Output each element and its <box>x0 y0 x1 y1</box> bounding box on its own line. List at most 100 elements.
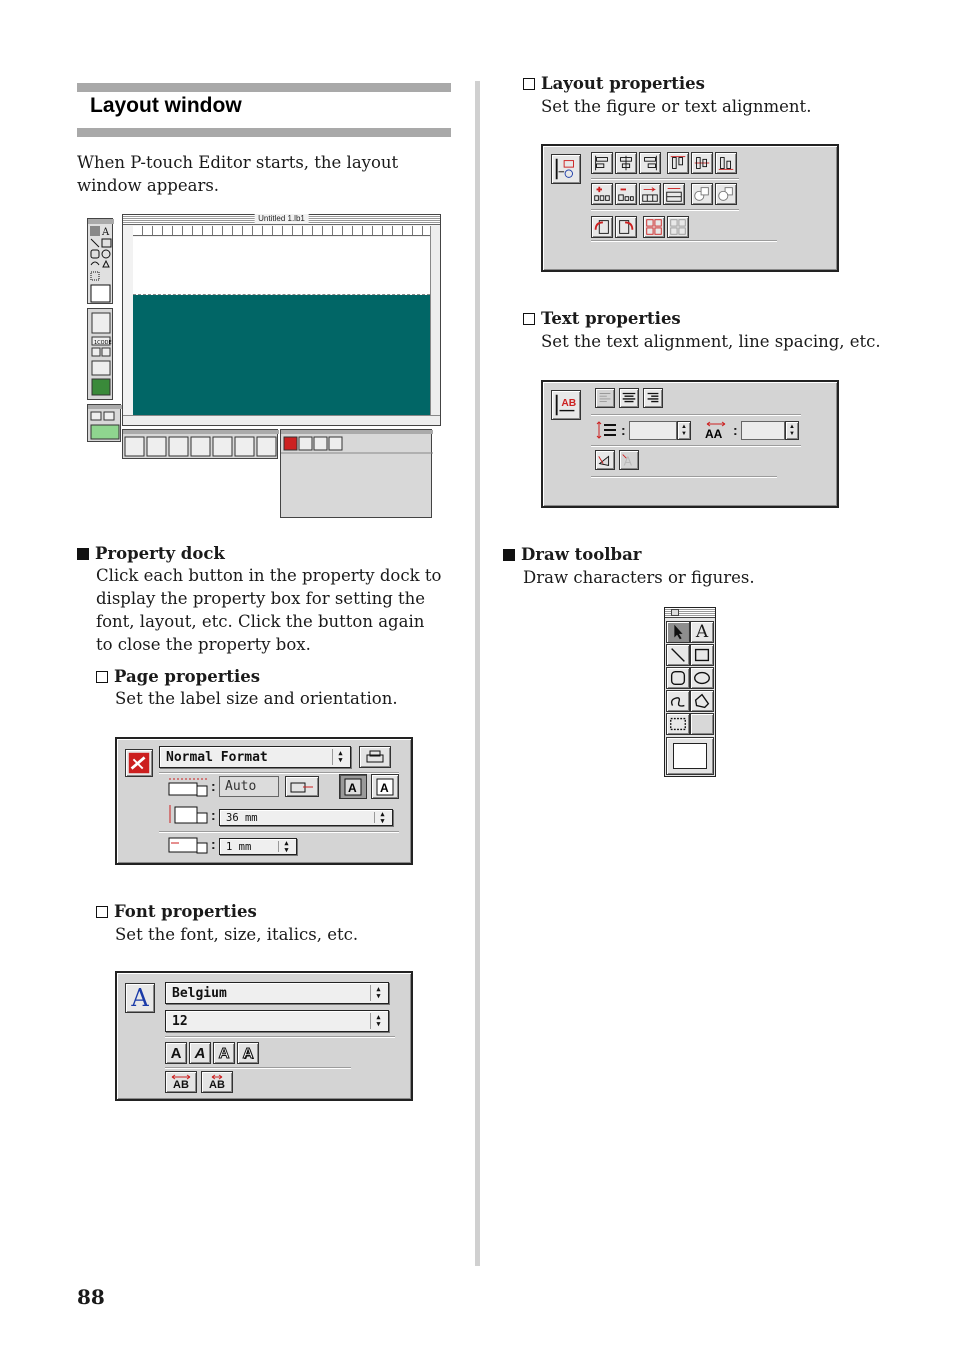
marquee-tool-button[interactable] <box>666 713 690 735</box>
spacing-label: AB <box>173 1078 189 1091</box>
rounded-rect-tool-button[interactable] <box>666 667 690 689</box>
filled-square-bullet <box>503 549 515 561</box>
mini-layout-window[interactable]: Untitled 1.lb1 <box>122 214 441 426</box>
orientation-horizontal-button[interactable]: A <box>339 774 367 799</box>
filled-square-bullet <box>77 548 89 560</box>
orientation-horizontal-icon: A <box>344 778 362 795</box>
mini-scrollbar-h[interactable] <box>123 415 440 425</box>
printer-icon <box>366 750 384 763</box>
rectangle-tool-button[interactable] <box>690 644 714 666</box>
outline-icon: A <box>218 1044 230 1062</box>
font-select[interactable]: Belgium ▲▼ <box>165 982 389 1004</box>
ellipse-tool-button[interactable] <box>690 667 714 689</box>
same-width-button[interactable] <box>591 183 613 205</box>
bold-button[interactable]: A <box>165 1042 187 1064</box>
distribute-v-button[interactable] <box>663 183 685 205</box>
shadow-button[interactable]: A <box>237 1042 259 1064</box>
mini-window-titlebar[interactable]: Untitled 1.lb1 <box>123 214 440 225</box>
colon: : <box>211 778 216 794</box>
outline-button[interactable]: A <box>213 1042 235 1064</box>
align-center-h-button[interactable] <box>615 152 637 174</box>
char-spacing-field[interactable] <box>741 421 785 440</box>
line-spacing-field[interactable] <box>629 421 677 440</box>
font-properties-text: Set the font, size, italics, etc. <box>115 925 359 944</box>
orientation-vertical-button[interactable]: A <box>371 774 399 799</box>
layout-properties-text: Set the figure or text alignment. <box>541 97 812 116</box>
align-right-button[interactable] <box>639 152 661 174</box>
font-properties-icon[interactable]: A <box>125 983 155 1013</box>
text-align-left-button[interactable] <box>595 388 615 408</box>
italic-button[interactable]: A <box>189 1042 211 1064</box>
margin-select-value: 1 mm <box>226 840 252 853</box>
text-properties-heading-row: Text properties <box>523 307 681 330</box>
rotate-left-button[interactable] <box>591 216 613 238</box>
fill-color-swatch[interactable] <box>666 737 714 775</box>
text-align-center-button[interactable] <box>619 388 639 408</box>
send-back-button[interactable] <box>715 183 737 205</box>
header-bar-bottom <box>77 128 451 137</box>
group-button[interactable] <box>643 216 665 238</box>
svg-text:A: A <box>380 781 389 795</box>
line-tool-button[interactable] <box>666 644 690 666</box>
align-left-button[interactable] <box>591 152 613 174</box>
svg-text:A: A <box>348 781 357 795</box>
bring-front-button[interactable] <box>691 183 713 205</box>
mini-property-box[interactable] <box>280 429 433 518</box>
mini-side-panel-icons <box>88 405 122 440</box>
text-align-right-button[interactable] <box>643 388 663 408</box>
tape-length-icon <box>168 778 208 797</box>
text-tool-button[interactable]: A <box>690 621 714 643</box>
same-height-button[interactable] <box>615 183 637 205</box>
width-select[interactable]: 36 mm ▲▼ <box>219 809 393 826</box>
char-spacing-narrow-button[interactable]: AB <box>201 1071 233 1093</box>
line-spacing-stepper[interactable]: ▲▼ <box>677 421 691 440</box>
size-select-value: 12 <box>172 1013 188 1029</box>
text-properties-icon[interactable]: AB <box>551 390 581 420</box>
colon: : <box>621 422 626 438</box>
length-mode-button[interactable] <box>285 776 319 797</box>
mini-scrollbar-v[interactable] <box>430 226 440 415</box>
line-spacing-icon <box>596 421 616 439</box>
distribute-h-button[interactable] <box>639 183 661 205</box>
panel-divider <box>159 772 399 773</box>
mini-property-dock[interactable] <box>122 429 279 459</box>
char-spacing-stepper[interactable]: ▲▼ <box>785 421 799 440</box>
vertical-text-button[interactable] <box>595 450 615 470</box>
size-select[interactable]: 12 ▲▼ <box>165 1010 389 1032</box>
select-tool-button[interactable] <box>666 621 690 643</box>
polygon-tool-button[interactable] <box>690 690 714 712</box>
printer-button[interactable] <box>359 746 391 768</box>
panel-divider <box>591 240 777 241</box>
colon: : <box>211 807 216 823</box>
margin-select[interactable]: 1 mm ▲▼ <box>219 838 297 855</box>
text-effect-letter: A <box>624 454 633 468</box>
text-effect-button[interactable]: A <box>619 450 639 470</box>
mini-draw-toolbar[interactable]: A <box>87 218 114 304</box>
align-top-button[interactable] <box>667 152 689 174</box>
width-select-value: 36 mm <box>226 811 258 824</box>
intro-text: When P-touch Editor starts, the layout w… <box>77 153 399 195</box>
format-select[interactable]: Normal Format ▲▼ <box>159 746 351 768</box>
mini-side-panel[interactable] <box>87 404 122 442</box>
select-arrows-icon: ▲▼ <box>370 985 386 1001</box>
text-properties-heading: Text properties <box>541 309 681 328</box>
page-properties-icon[interactable] <box>125 749 153 777</box>
svg-text:1CODE: 1CODE <box>94 340 112 346</box>
align-middle-button[interactable] <box>691 152 713 174</box>
close-box-icon[interactable] <box>671 609 679 616</box>
open-square-bullet <box>96 906 108 918</box>
layout-properties-icon[interactable] <box>551 154 581 184</box>
mini-object-dock[interactable]: 1CODE <box>87 308 113 400</box>
ungroup-button[interactable] <box>667 216 689 238</box>
freehand-tool-button[interactable] <box>666 690 690 712</box>
mini-ruler <box>133 226 430 236</box>
spacing-arrows-icon <box>171 1074 191 1079</box>
mini-object-dock-icons: 1CODE <box>91 312 112 396</box>
char-spacing-wide-button[interactable]: AB <box>165 1071 197 1093</box>
rotate-right-button[interactable] <box>615 216 637 238</box>
length-field[interactable]: Auto <box>219 776 279 797</box>
align-bottom-button[interactable] <box>715 152 737 174</box>
property-dock-heading-row: Property dock <box>77 542 225 565</box>
font-properties-heading: Font properties <box>114 902 257 921</box>
draw-toolbar-titlebar[interactable] <box>665 608 715 618</box>
